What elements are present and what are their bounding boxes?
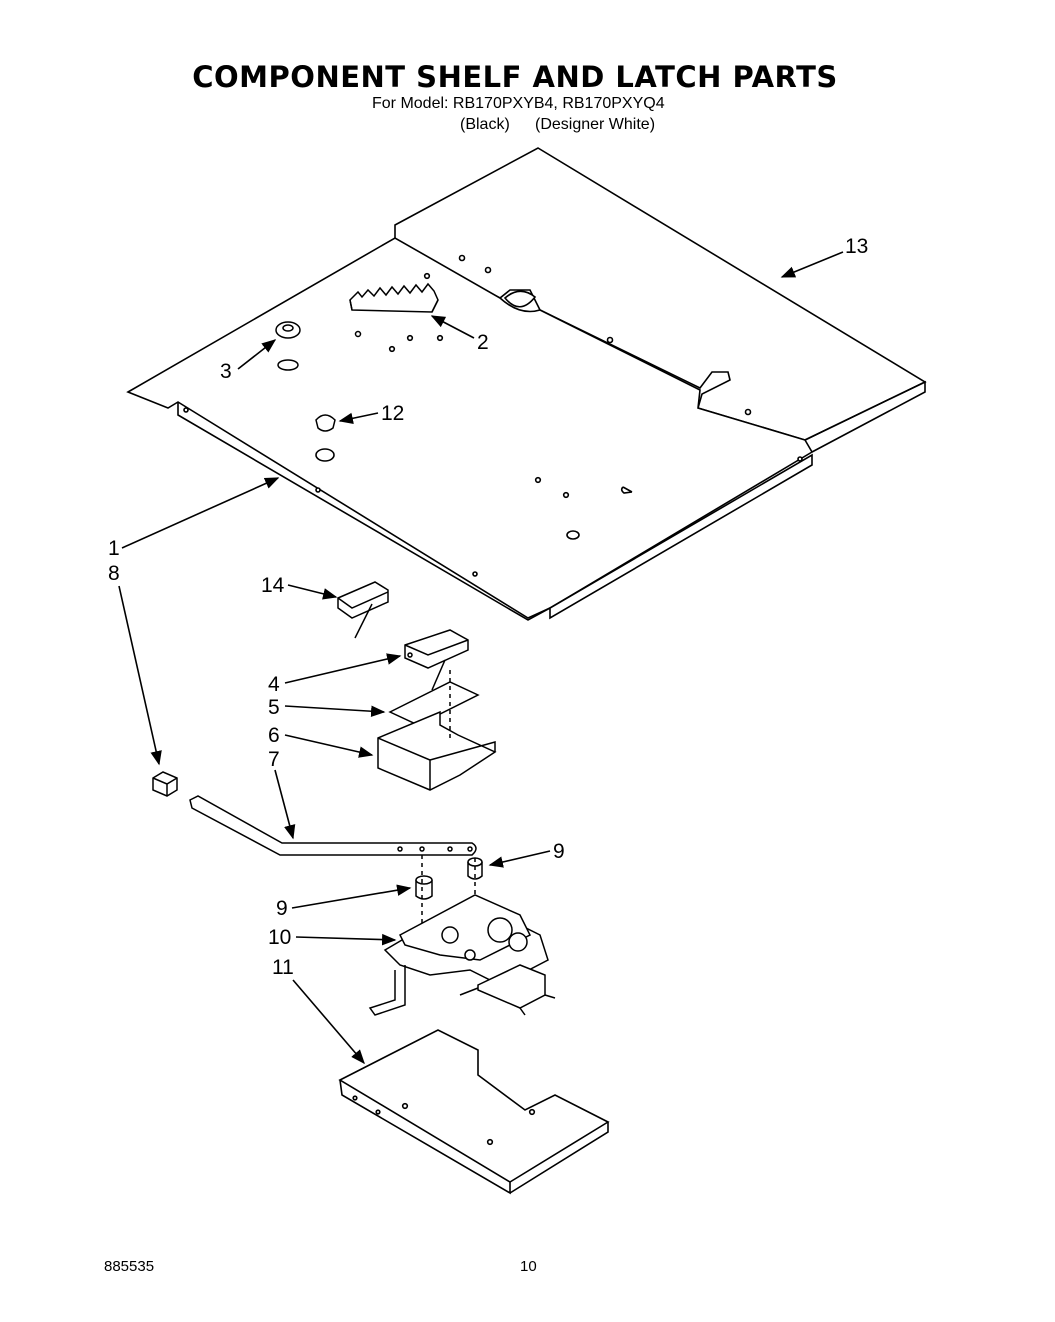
part-11-cover-plate	[338, 1029, 610, 1195]
callout-3: 3	[220, 360, 232, 383]
callout-12: 12	[381, 402, 404, 425]
callout-13: 13	[845, 235, 868, 258]
model-numbers: RB170PXYB4, RB170PXYQ4	[452, 95, 665, 112]
part-5-insulator	[388, 681, 480, 726]
callout-11: 11	[272, 956, 294, 979]
model-label: For Model:	[372, 95, 449, 112]
callout-1: 1	[108, 537, 120, 560]
variant-white: (Designer White)	[535, 116, 656, 133]
variant-black: (Black)	[460, 116, 510, 133]
callout-6: 6	[268, 724, 280, 747]
callout-2: 2	[477, 331, 489, 354]
callout-7: 7	[268, 748, 280, 771]
callout-10: 10	[268, 926, 291, 949]
part-2-bracket	[349, 282, 439, 338]
doc-number: 885535	[104, 1258, 155, 1275]
callout-numbers: 13 2 3 12 1 8 14 4 5 6 7 9 9 10 11	[108, 235, 868, 979]
page-title: COMPONENT SHELF AND LATCH PARTS	[192, 60, 838, 94]
part-7-lever	[189, 795, 477, 856]
callout-4: 4	[268, 673, 280, 696]
callout-14: 14	[261, 574, 285, 597]
callout-5: 5	[268, 696, 280, 719]
leader-lines	[118, 251, 844, 1065]
part-9-spacers	[415, 855, 483, 935]
part-14-switch	[337, 581, 389, 639]
callout-8: 8	[108, 562, 120, 585]
part-4-switch	[404, 629, 469, 691]
part-10-latch-assembly	[368, 894, 556, 1016]
part-8-block	[152, 771, 178, 797]
part-12-plug	[315, 414, 336, 432]
callout-9-left: 9	[276, 897, 288, 920]
callout-9-right: 9	[553, 840, 565, 863]
part-6-bracket	[377, 670, 497, 791]
model-line: For Model: RB170PXYB4, RB170PXYQ4	[372, 95, 665, 113]
part-3-grommet	[275, 321, 301, 371]
page-number: 10	[520, 1258, 537, 1275]
